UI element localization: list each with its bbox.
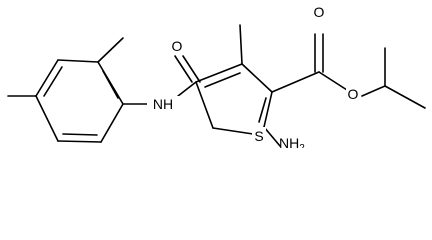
ester-carbonyl-oxygen-label: O <box>312 4 326 20</box>
molecule-structure: O NH S O O NH2 <box>7 4 426 148</box>
svg-text:O: O <box>172 38 183 54</box>
svg-text:S: S <box>254 128 263 144</box>
sulfur-label: S <box>252 127 266 144</box>
amide-nh-label: NH <box>147 96 179 112</box>
ester-ether-oxygen-label: O <box>346 86 360 102</box>
svg-text:NH: NH <box>153 96 173 112</box>
svg-text:NH2: NH2 <box>279 135 305 148</box>
amide-oxygen-label: O <box>170 38 184 54</box>
amino-label: NH2 <box>279 135 305 148</box>
amino-bond <box>263 126 281 147</box>
svg-text:O: O <box>348 86 359 102</box>
ester-group <box>271 33 348 93</box>
ring-methyl <box>239 24 243 65</box>
svg-text:O: O <box>314 4 325 20</box>
isopropyl-group <box>361 47 426 109</box>
dimethylphenyl-ring <box>35 59 124 143</box>
ortho-methyl <box>97 37 124 63</box>
thiophene-ring <box>195 63 273 135</box>
amide-linkage <box>122 55 201 105</box>
